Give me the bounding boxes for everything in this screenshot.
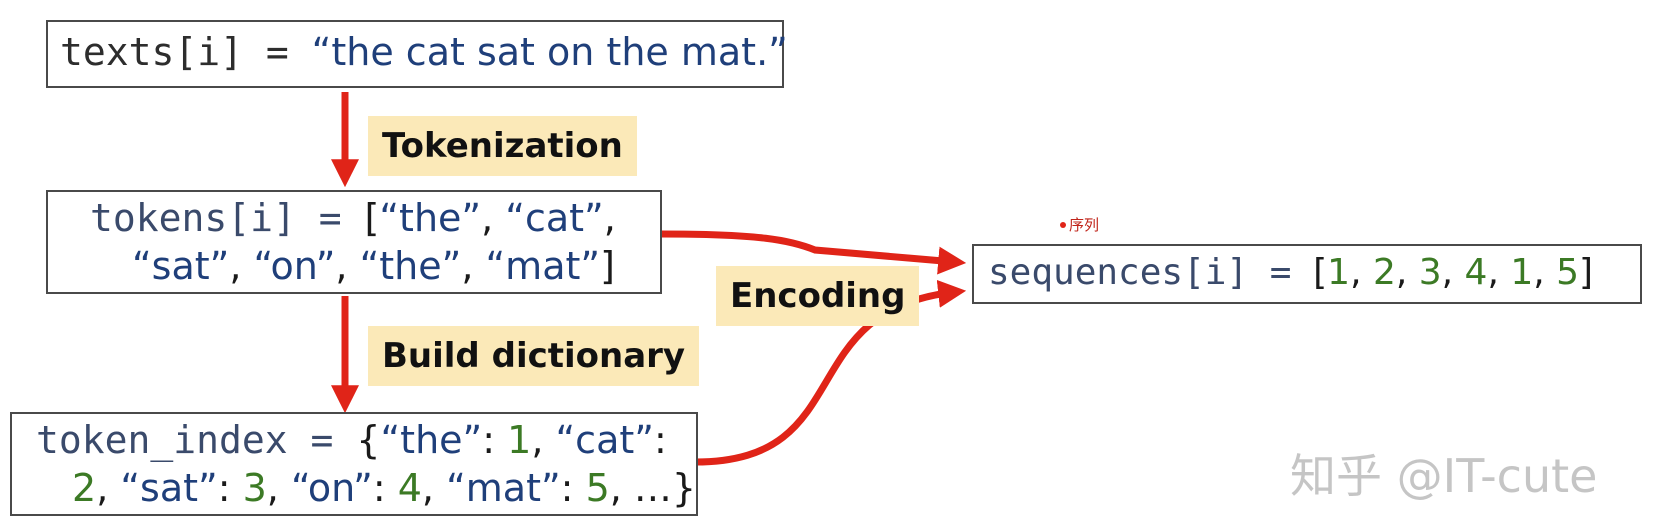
- seq-val-3: 3: [1418, 252, 1442, 293]
- label-tokenization: Tokenization: [368, 116, 637, 176]
- watermark: 知乎 @IT-cute: [1290, 449, 1598, 503]
- token-mat: “mat”: [485, 244, 601, 288]
- token-cat: “cat”: [505, 196, 604, 240]
- token-on: “on”: [253, 244, 336, 288]
- texts-box: texts[i] = “the cat sat on the mat.”: [46, 20, 788, 88]
- comma: ,: [1533, 252, 1557, 293]
- key-sat: “sat”: [120, 466, 218, 510]
- token-sep: ,: [461, 244, 486, 288]
- key-on: “on”: [290, 466, 373, 510]
- seq-val-6: 5: [1556, 252, 1580, 293]
- comma: ,: [1441, 252, 1465, 293]
- comma: ,: [421, 466, 447, 510]
- annotation-dot: [1060, 222, 1066, 228]
- val-2: 2: [72, 466, 97, 510]
- seq-val-1: 1: [1327, 252, 1351, 293]
- token-sep: ,: [335, 244, 360, 288]
- token-index-tail: …}: [633, 466, 697, 510]
- token-sep: ,: [481, 196, 506, 240]
- texts-code: texts[i] =: [60, 30, 312, 74]
- arrow-tokens-to-sequences: [659, 230, 967, 275]
- val-1: 1: [507, 418, 532, 462]
- token-sep: ,: [603, 196, 616, 240]
- token-the-2: “the”: [359, 244, 462, 288]
- label-build-dictionary: Build dictionary: [368, 326, 700, 386]
- colon: :: [372, 466, 398, 510]
- sequences-annotation: 序列: [1069, 216, 1100, 234]
- tokens-code: tokens[i] =: [90, 196, 365, 240]
- tokens-box: tokens[i] = [“the”, “cat”, “sat”, “on”, …: [46, 190, 662, 294]
- token-index-open: {: [356, 418, 381, 462]
- seq-val-4: 4: [1464, 252, 1488, 293]
- comma: ,: [96, 466, 121, 510]
- token-sep: ,: [229, 244, 254, 288]
- token-the: “the”: [379, 196, 482, 240]
- sequences-box: sequences[i] = [1, 2, 3, 4, 1, 5]: [972, 244, 1642, 304]
- key-the: “the”: [380, 418, 483, 462]
- label-encoding: Encoding: [716, 266, 920, 326]
- comma: ,: [531, 418, 556, 462]
- key-cat: “cat”: [555, 418, 654, 462]
- seq-val-2: 2: [1372, 252, 1396, 293]
- comma: ,: [1350, 252, 1373, 293]
- colon: :: [482, 418, 508, 462]
- sequences-open: [: [1313, 252, 1328, 293]
- val-3: 3: [242, 466, 267, 510]
- comma: ,: [1487, 252, 1511, 293]
- token-sat: “sat”: [132, 244, 230, 288]
- colon: :: [653, 418, 667, 462]
- token-index-box: token_index = {“the”: 1, “cat”: 2, “sat”…: [10, 412, 698, 516]
- sequences-close: ]: [1579, 252, 1594, 293]
- colon: :: [560, 466, 586, 510]
- token-index-code: token_index =: [36, 418, 357, 462]
- colon: :: [217, 466, 243, 510]
- val-4: 4: [397, 466, 422, 510]
- tokens-close: ]: [600, 244, 615, 288]
- seq-val-5: 1: [1510, 252, 1534, 293]
- sequences-code: sequences[i] =: [988, 252, 1314, 293]
- key-mat: “mat”: [446, 466, 561, 510]
- texts-value: “the cat sat on the mat.”: [311, 30, 788, 74]
- comma: ,: [266, 466, 291, 510]
- comma: ,: [1395, 252, 1419, 293]
- val-5: 5: [585, 466, 610, 510]
- tokens-open: [: [364, 196, 380, 240]
- comma: ,: [609, 466, 634, 510]
